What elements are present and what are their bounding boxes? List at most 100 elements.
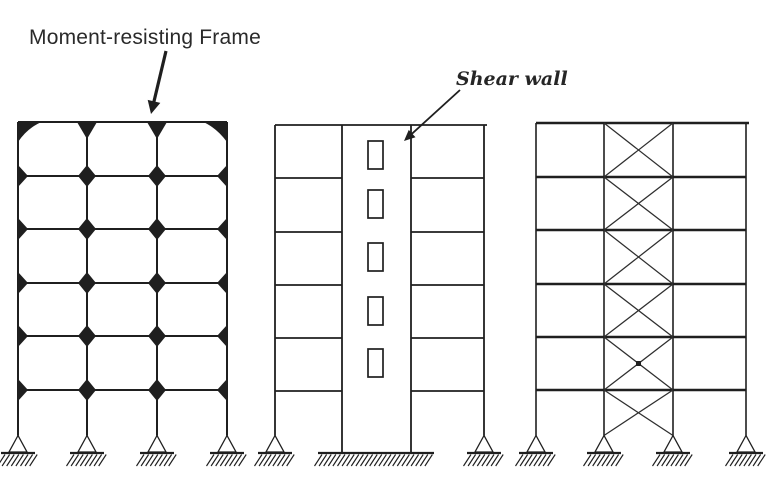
moment-frame-pointer-arrow [147, 50, 168, 114]
ground-hatch [670, 454, 679, 467]
ground-hatch [70, 454, 80, 467]
ground-hatch [20, 454, 29, 467]
supports [0, 434, 247, 467]
ground-hatch [15, 454, 24, 467]
interior-joint [78, 379, 96, 401]
ground-hatch [79, 454, 89, 467]
ground-hatch [145, 454, 154, 467]
brace [603, 176, 674, 231]
pin-support [583, 434, 624, 467]
ground-hatch [748, 454, 757, 467]
ground-hatch [84, 454, 93, 467]
edge-joint [217, 379, 227, 401]
ground-hatch [350, 454, 360, 467]
support-triangle [593, 434, 615, 453]
ground-hatch [360, 454, 369, 467]
ground-hatch [346, 454, 355, 467]
pin-support [254, 434, 295, 467]
ground-hatch [725, 454, 734, 467]
wall-openings [367, 140, 384, 378]
interior-joint [148, 379, 166, 401]
edge-joint [18, 379, 28, 401]
ground-hatch [533, 454, 542, 467]
supports [515, 434, 766, 467]
ground-hatch [373, 454, 383, 467]
brace [603, 283, 674, 338]
ground-hatch [486, 454, 495, 467]
interior-joint [78, 218, 96, 240]
ground-hatch [615, 454, 624, 467]
ground-hatch [277, 454, 286, 467]
ground-hatch [314, 454, 323, 467]
wall-opening [367, 140, 384, 170]
ground-hatch [738, 454, 748, 467]
ground-hatch [392, 454, 401, 467]
ground-hatch [610, 454, 620, 467]
ground-hatch [661, 454, 670, 467]
support-triangle [264, 434, 286, 453]
ground-hatch [75, 454, 84, 467]
ground-hatch [583, 454, 592, 467]
edge-joint [18, 272, 28, 294]
ground-hatch [229, 454, 238, 467]
interior-joint [148, 272, 166, 294]
ground-hatch [10, 454, 20, 467]
ground-hatch [163, 454, 173, 467]
ground-hatch [606, 454, 615, 467]
ground-hatch [424, 454, 433, 467]
edge-joint [18, 165, 28, 187]
support-triangle [662, 434, 684, 453]
ground-hatch [743, 454, 752, 467]
ground-hatch [383, 454, 392, 467]
corner-joint [201, 121, 227, 142]
ground-hatch [286, 454, 295, 467]
ground-hatch [528, 454, 538, 467]
moment-frame [0, 121, 247, 467]
ground-hatch [419, 454, 429, 467]
ground-hatch [0, 454, 6, 464]
edge-joint [18, 218, 28, 240]
shear-wall-label: Shear wall [456, 68, 568, 90]
ground-hatch [387, 454, 397, 467]
x-bracing [603, 122, 674, 437]
arrow-head [147, 99, 161, 114]
ground-hatch [219, 454, 229, 467]
ground-hatch [729, 454, 739, 467]
ground-hatch [495, 454, 504, 467]
ground-hatch [519, 454, 529, 467]
moment-frame-label: Moment-resisting Frame [29, 26, 261, 49]
ground-hatch [355, 454, 364, 467]
ground-hatch [587, 454, 597, 467]
wall-opening [367, 189, 384, 219]
supports [254, 434, 504, 467]
wall-opening [367, 296, 384, 326]
arrow-shaft [410, 89, 461, 136]
ground-hatch [481, 454, 490, 467]
interior-joint [78, 272, 96, 294]
brace-connection-dot [636, 361, 641, 366]
ground-hatch [472, 454, 481, 467]
pin-support [206, 434, 247, 467]
edge-joint [217, 165, 227, 187]
ground-hatch [757, 454, 766, 467]
pin-support [66, 434, 107, 467]
top-joint [147, 122, 167, 139]
ground-hatch [206, 454, 215, 467]
ground-hatch [224, 454, 233, 467]
rigid-joints [18, 121, 227, 401]
ground-hatch [327, 454, 337, 467]
pin-support [136, 434, 177, 467]
support-triangle [76, 434, 98, 453]
ground-hatch [272, 454, 281, 467]
ground-hatch [281, 454, 291, 467]
ground-hatch [168, 454, 177, 467]
ground-hatch [467, 454, 477, 467]
brace [603, 389, 674, 437]
ground-hatch [263, 454, 272, 467]
ground-hatch [415, 454, 424, 467]
ground-hatch [29, 454, 38, 467]
ground-hatch [656, 454, 666, 467]
ground-hatch [524, 454, 533, 467]
corner-joint [18, 121, 44, 142]
ground-hatch [6, 454, 15, 467]
